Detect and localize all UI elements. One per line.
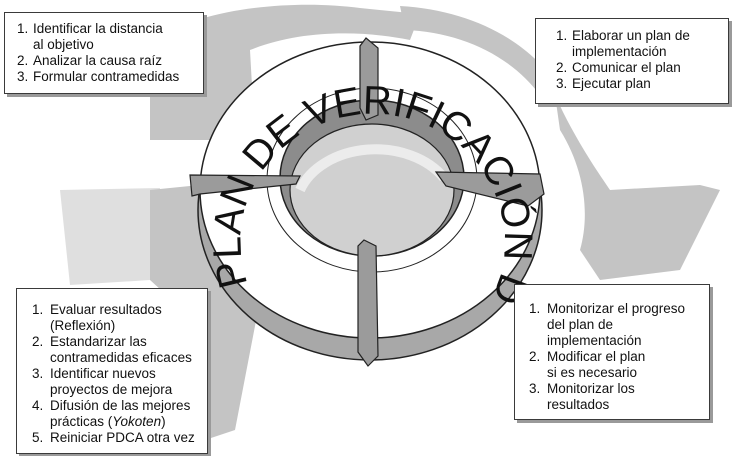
item-text: (Reflexión) — [50, 318, 116, 333]
item-number: 2. — [17, 53, 29, 68]
item-number: 2. — [529, 349, 541, 364]
arrow-bottom — [357, 239, 379, 367]
cycle-arrows — [189, 37, 545, 367]
item-number: 1. — [17, 21, 29, 36]
item-text: Elaborar un plan de — [572, 28, 690, 43]
do-steps-box: 1. Elaborar un plan de implementación 2.… — [535, 18, 729, 104]
item-number: 3. — [529, 381, 541, 396]
swoosh-top-arc — [400, 6, 560, 95]
item-text: Evaluar resultados — [50, 302, 162, 317]
item-text: proyectos de mejora — [50, 382, 173, 397]
list-item: 2. Comunicar el plan — [556, 60, 728, 76]
item-number: 2. — [32, 334, 44, 349]
item-text: contramedidas eficaces — [50, 350, 192, 365]
item-text: Reiniciar PDCA otra vez — [50, 430, 195, 445]
list-item: 1. Elaborar un plan de implementación — [556, 28, 728, 60]
item-number: 1. — [556, 28, 568, 43]
item-text: Ejecutar plan — [572, 76, 651, 91]
item-number: 5. — [32, 430, 44, 445]
item-text: Identificar la distancia — [33, 21, 163, 36]
item-text: si es necesario — [547, 365, 638, 380]
list-item: 4. Difusión de las mejores prácticas (Yo… — [32, 398, 207, 430]
arrow-left — [189, 174, 301, 197]
item-number: 3. — [17, 69, 29, 84]
verification-ring — [197, 41, 543, 361]
item-text: Modificar el plan — [547, 349, 646, 364]
list-item: 3. Formular contramedidas — [17, 69, 203, 85]
item-number: 3. — [32, 366, 44, 381]
list-item: 1. Identificar la distancia al objetivo — [17, 21, 203, 53]
item-text-italic: Yokoten — [112, 414, 162, 429]
do-steps-list: 1. Elaborar un plan de implementación 2.… — [556, 28, 728, 92]
list-item: 2. Analizar la causa raíz — [17, 53, 203, 69]
list-item: 3. Identificar nuevos proyectos de mejor… — [32, 366, 207, 398]
item-text: Comunicar el plan — [572, 60, 681, 75]
item-text: al objetivo — [33, 37, 94, 52]
item-text: Monitorizar los — [547, 381, 635, 396]
swoosh-top — [150, 4, 420, 140]
list-item: 1. Monitorizar el progreso del plan de i… — [529, 301, 709, 349]
item-number: 2. — [556, 60, 568, 75]
check-steps-box: 1. Monitorizar el progreso del plan de i… — [514, 284, 710, 420]
plan-steps-list: 1. Identificar la distancia al objetivo … — [17, 21, 203, 85]
list-item: 3. Monitorizar los resultados — [529, 381, 709, 413]
item-number: 1. — [32, 302, 44, 317]
act-steps-box: 1. Evaluar resultados (Reflexión) 2. Est… — [16, 288, 208, 454]
item-text: implementación — [572, 44, 667, 59]
item-text: del plan de — [547, 317, 614, 332]
list-item: 2. Estandarizar las contramedidas eficac… — [32, 334, 207, 366]
item-text: resultados — [547, 397, 610, 412]
item-text-mixed: prácticas (Yokoten) — [50, 414, 207, 430]
list-item: 1. Evaluar resultados (Reflexión) — [32, 302, 207, 334]
item-text: Monitorizar el progreso — [547, 301, 686, 316]
plan-steps-box: 1. Identificar la distancia al objetivo … — [4, 12, 204, 94]
item-text: Formular contramedidas — [33, 69, 180, 84]
list-item: 5. Reiniciar PDCA otra vez — [32, 430, 207, 446]
list-item: 2. Modificar el plan si es necesario — [529, 349, 709, 381]
item-text-part: prácticas ( — [50, 414, 113, 429]
arrow-top — [359, 37, 379, 121]
act-steps-list: 1. Evaluar resultados (Reflexión) 2. Est… — [32, 302, 207, 446]
item-text: implementación — [547, 333, 642, 348]
swoosh-right — [555, 95, 720, 280]
check-steps-list: 1. Monitorizar el progreso del plan de i… — [529, 301, 709, 413]
item-number: 4. — [32, 398, 44, 413]
item-number: 1. — [529, 301, 541, 316]
swoosh-left-low — [60, 188, 160, 285]
item-text: Estandarizar las — [50, 334, 147, 349]
list-item: 3. Ejecutar plan — [556, 76, 728, 92]
item-text-part: ) — [161, 414, 166, 429]
arrow-right — [434, 171, 545, 207]
item-text: Difusión de las mejores — [50, 398, 191, 413]
item-number: 3. — [556, 76, 568, 91]
item-text: Identificar nuevos — [50, 366, 156, 381]
item-text: Analizar la causa raíz — [33, 53, 163, 68]
